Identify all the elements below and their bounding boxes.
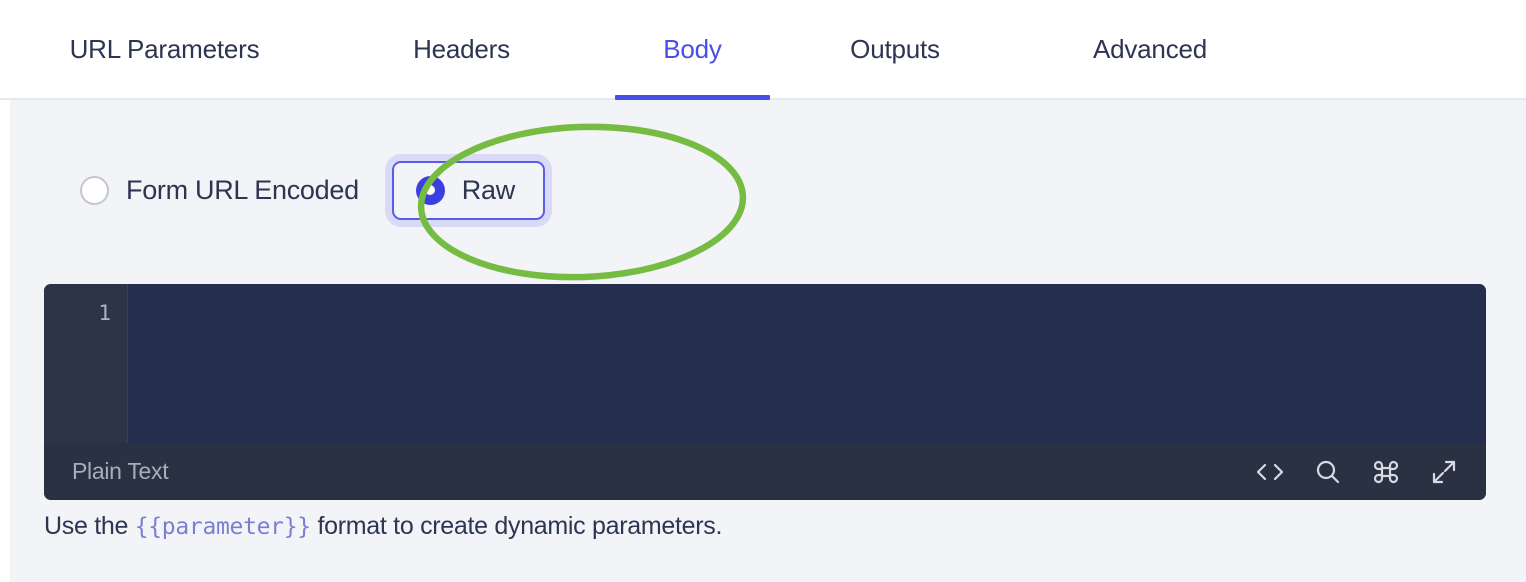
editor-status-bar: Plain Text xyxy=(44,443,1486,500)
tab-advanced-label: Advanced xyxy=(1092,33,1208,64)
radio-option-form-url-encoded[interactable]: Form URL Encoded xyxy=(80,175,359,206)
editor-status-icons xyxy=(1254,456,1460,488)
radio-unselected-icon xyxy=(80,175,109,205)
radio-option-raw[interactable]: Raw xyxy=(391,160,545,220)
dynamic-parameter-hint: Use the {{parameter}} format to create d… xyxy=(44,512,722,541)
editor-content-area: 1 xyxy=(44,284,1486,443)
command-key-icon[interactable] xyxy=(1370,456,1402,488)
expand-fullscreen-icon[interactable] xyxy=(1428,456,1460,488)
radio-selected-icon xyxy=(415,175,445,205)
body-type-radio-group: Form URL Encoded Raw xyxy=(10,145,545,235)
raw-body-code-editor[interactable]: 1 Plain Text xyxy=(44,284,1486,500)
editor-line-numbers: 1 xyxy=(44,284,128,443)
hint-prefix: Use the xyxy=(44,512,135,540)
hint-parameter-token: {{parameter}} xyxy=(134,514,311,540)
editor-text-input[interactable] xyxy=(128,284,1486,443)
tab-outputs-label: Outputs xyxy=(850,33,940,64)
tab-url-parameters-label: URL Parameters xyxy=(69,33,260,64)
body-panel: Form URL Encoded Raw 1 Plain Text xyxy=(10,100,1526,582)
radio-option-form-url-encoded-label: Form URL Encoded xyxy=(126,174,359,205)
tab-body[interactable]: Body xyxy=(615,0,770,100)
tab-url-parameters[interactable]: URL Parameters xyxy=(40,0,289,98)
tab-body-label: Body xyxy=(663,33,722,64)
tab-headers[interactable]: Headers xyxy=(385,0,538,98)
tab-headers-label: Headers xyxy=(413,33,510,64)
request-tabs: URL Parameters Headers Body Outputs Adva… xyxy=(0,0,1526,100)
code-brackets-icon[interactable] xyxy=(1254,456,1286,488)
tab-advanced[interactable]: Advanced xyxy=(1065,0,1235,98)
radio-option-raw-label: Raw xyxy=(461,174,515,205)
editor-language-mode[interactable]: Plain Text xyxy=(72,458,169,484)
hint-suffix: format to create dynamic parameters. xyxy=(310,512,723,540)
tab-outputs[interactable]: Outputs xyxy=(820,0,970,98)
search-icon[interactable] xyxy=(1312,456,1344,488)
